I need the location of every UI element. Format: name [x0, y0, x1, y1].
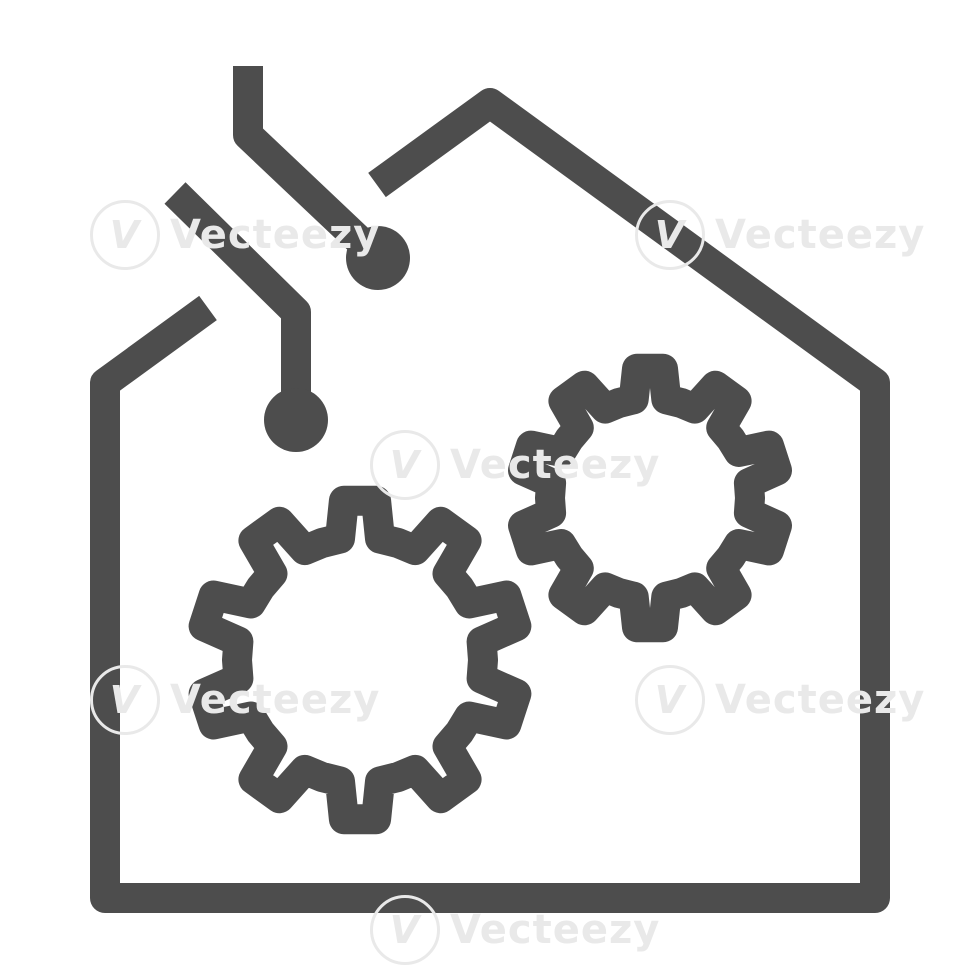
gear-large-icon [188, 485, 532, 835]
circuit-wire-lower [164, 182, 311, 420]
circuit-wire-upper [233, 66, 389, 269]
house-outline [90, 88, 890, 913]
circuit-node-lower [264, 388, 328, 452]
gear-small-icon [508, 353, 792, 643]
circuit-node-upper [346, 226, 410, 290]
